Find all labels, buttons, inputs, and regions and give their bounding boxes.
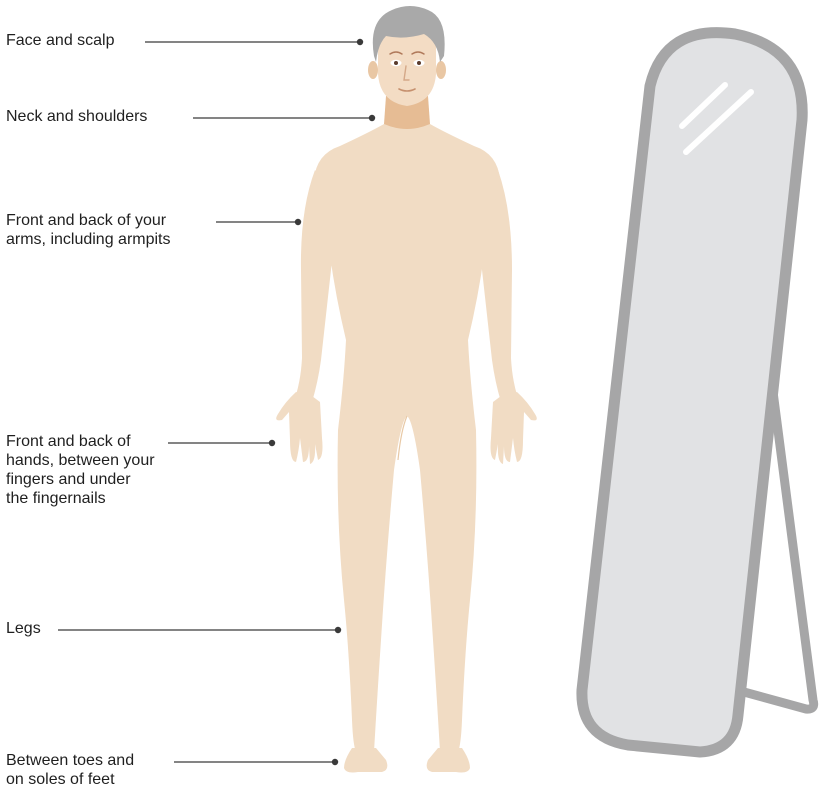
callout-neck-shoulders: Neck and shoulders bbox=[6, 107, 147, 126]
person-figure-icon bbox=[276, 6, 537, 773]
callout-arms: Front and back of your arms, including a… bbox=[6, 211, 171, 249]
leader-lines bbox=[58, 39, 375, 765]
callout-feet: Between toes and on soles of feet bbox=[6, 751, 134, 789]
callout-hands: Front and back of hands, between your fi… bbox=[6, 432, 155, 508]
standing-mirror-icon bbox=[582, 33, 814, 752]
callout-legs: Legs bbox=[6, 619, 41, 638]
callout-face-scalp: Face and scalp bbox=[6, 31, 115, 50]
